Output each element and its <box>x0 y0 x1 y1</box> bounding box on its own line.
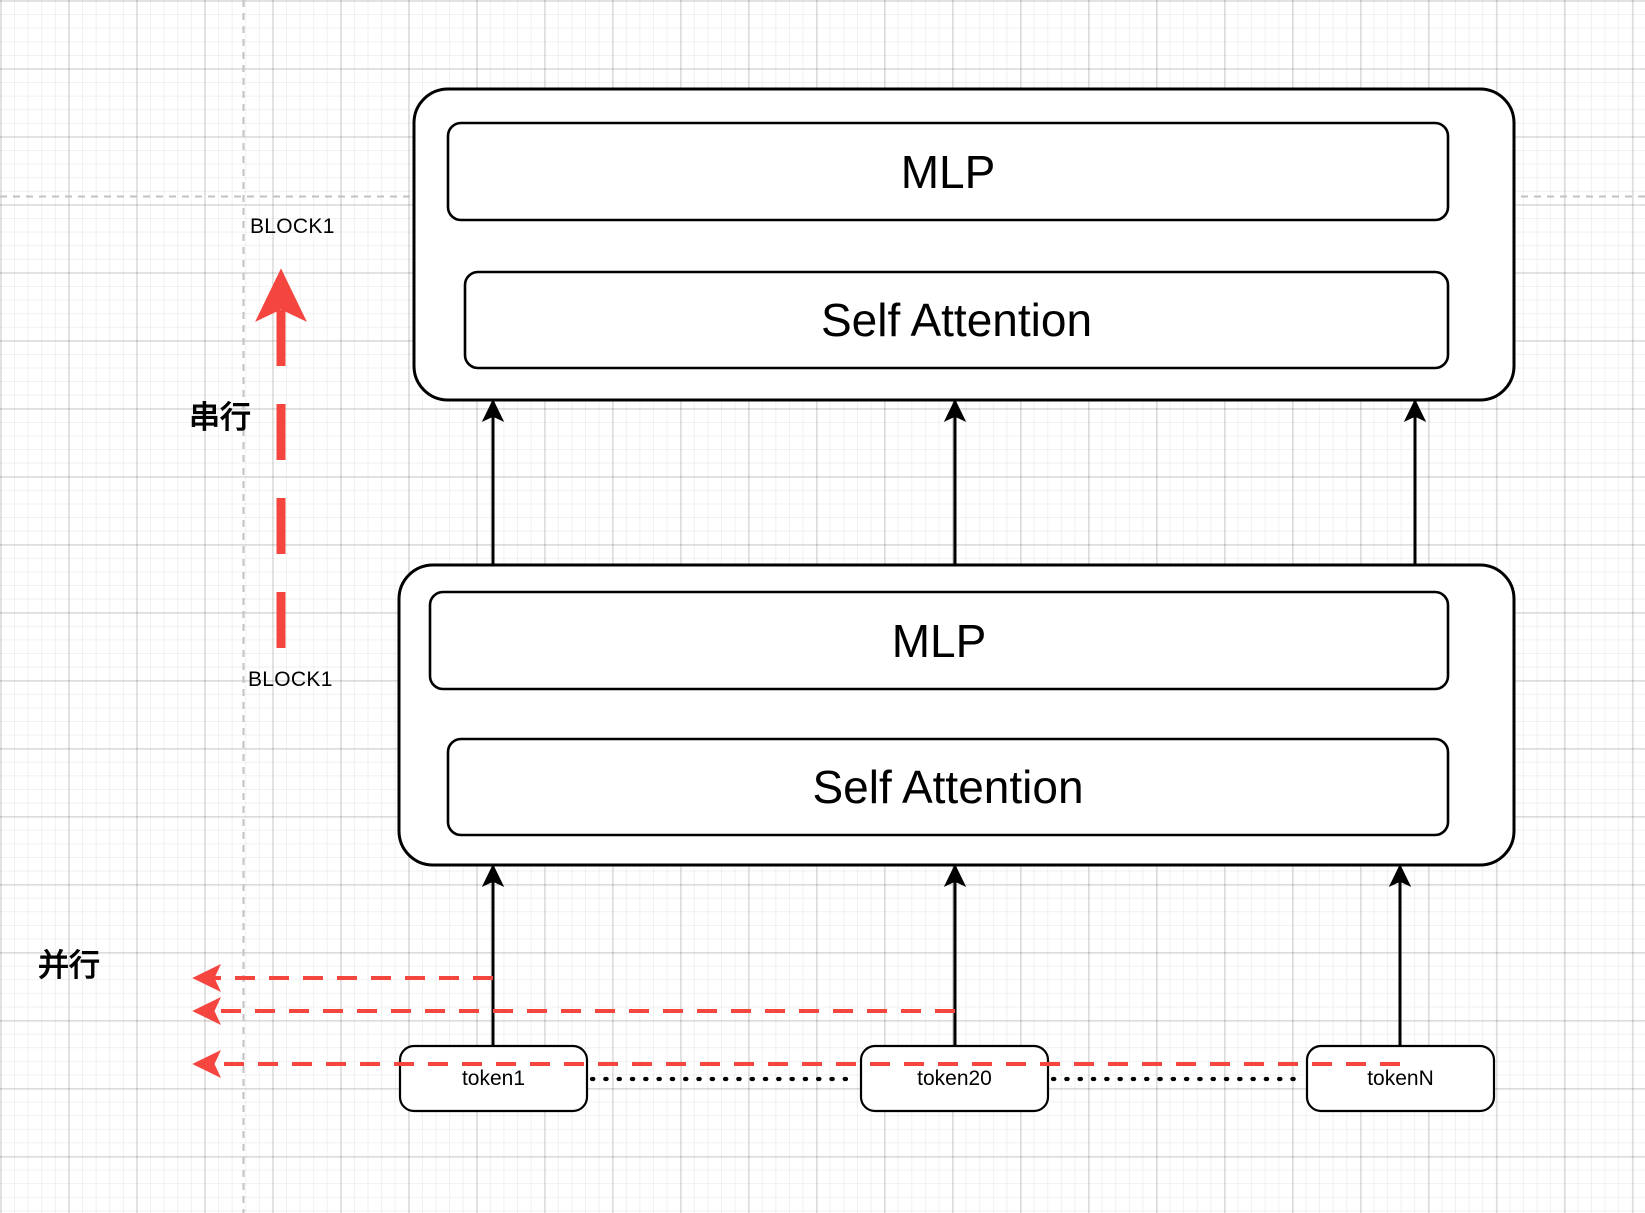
parallel-label: 并行 <box>38 948 100 984</box>
self-attention-top-label: Self Attention <box>820 294 1093 346</box>
mlp-top-label: MLP <box>900 145 996 198</box>
mlp-top-box[interactable] <box>446 121 1450 222</box>
block-bottom-label: BLOCK1 <box>248 668 333 691</box>
self-attention-top-box[interactable] <box>463 270 1450 370</box>
token-label-20: token20 <box>917 1066 992 1090</box>
self-attention-bottom-label: Self Attention <box>812 761 1084 813</box>
self-attention-bottom-box[interactable] <box>446 737 1450 837</box>
token-label-n: tokenN <box>1367 1066 1434 1090</box>
mlp-bottom-label: MLP <box>891 614 987 667</box>
block-top-label: BLOCK1 <box>250 215 335 238</box>
token-label-1: token1 <box>461 1066 526 1090</box>
mlp-bottom-box[interactable] <box>428 590 1450 691</box>
serial-label: 串行 <box>189 400 251 436</box>
